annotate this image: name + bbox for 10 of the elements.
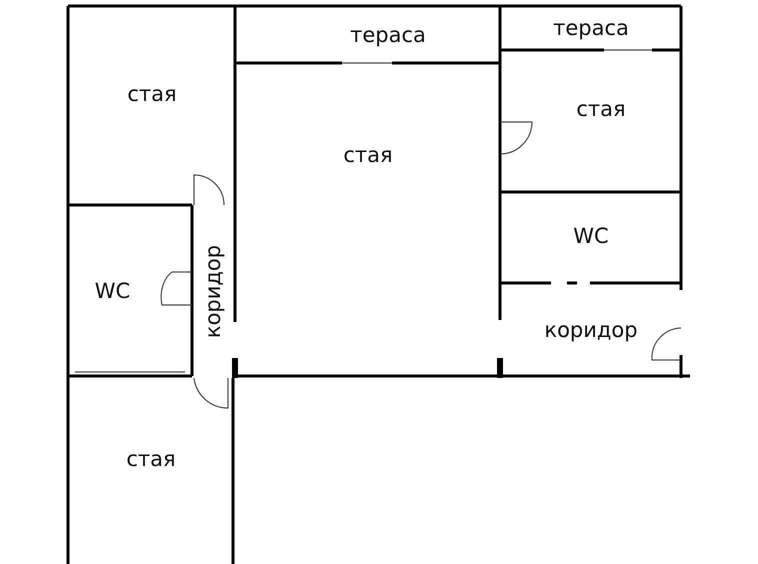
room-label: стая bbox=[576, 99, 626, 120]
room-label: стая bbox=[127, 84, 177, 104]
room-label: WC bbox=[94, 280, 130, 302]
room-label: тераса bbox=[350, 24, 426, 46]
room-label: стая bbox=[126, 448, 176, 470]
room-label: тераса bbox=[553, 18, 629, 39]
room-label: WC bbox=[573, 226, 609, 246]
room-label: коридор bbox=[544, 320, 638, 340]
room-label: коридор bbox=[204, 244, 224, 338]
room-label: стая bbox=[343, 144, 393, 166]
